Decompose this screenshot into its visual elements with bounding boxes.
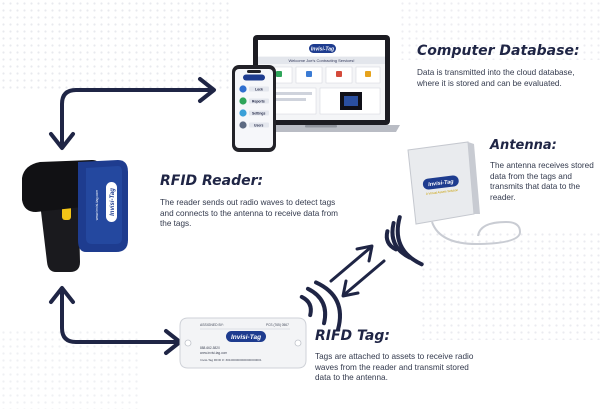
antenna-logo-text: Invisi-Tag [428,179,455,188]
laptop-welcome-text: Welcome Joe's Contracting Services! [288,58,354,63]
diagonal-double-arrow-icon [329,244,386,298]
phone-menu-item: Users [254,123,264,127]
tag-right-label: PCS (765) 0567 [266,323,289,327]
curved-double-arrow-icon [49,77,216,150]
phone-menu: Lock Reports Settings Users [239,85,269,129]
brand-logo [309,44,336,53]
reader-side-text: www.invisi-tag.com [95,190,99,221]
reader-logo-text: Invisi-Tag [110,188,116,216]
phone-logo [243,74,265,81]
radio-wave-icon [384,215,424,267]
phone-menu-item: Settings [252,111,265,115]
tag-description: Tags are attached to assets to receive r… [315,352,474,382]
phone-menu-item: Reports [252,99,265,103]
tag-assigned-label: ASSIGNED BY: [200,323,224,327]
reader-description: The reader sends out radio waves to dete… [160,198,338,228]
radio-wave-icon [299,280,342,332]
tag-heading: RIFD Tag: [315,328,391,344]
database-heading: Computer Database: [417,43,580,59]
antenna-description: The antenna receives stored data from th… [490,161,594,202]
reader-heading: RFID Reader: [160,173,264,189]
phone-menu-item: Lock [255,87,263,91]
tag-site: www.invisi-tag.com [200,351,227,355]
antenna-logo [422,175,459,190]
tag-phone: 888-662-5820 [200,346,220,350]
laptop-logo-text: Invisi-Tag [311,47,334,53]
tag-serial: Invisi-Tag RFID #: 301000000000000000001 [200,358,262,362]
database-description: Data is transmitted into the cloud datab… [417,68,575,88]
antenna-subtext: A Virtual Assets Solution [426,188,459,196]
antenna-heading: Antenna: [490,138,557,153]
tag-logo [226,331,266,342]
tag-logo-text: Invisi-Tag [231,334,261,341]
